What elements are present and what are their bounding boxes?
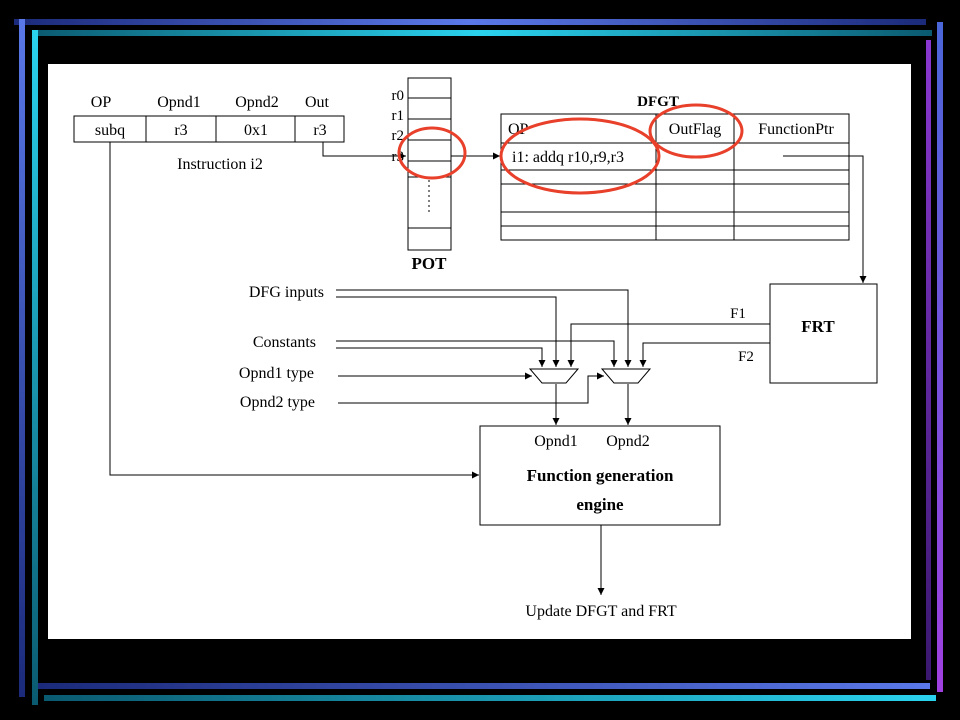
highlight-outflag: [648, 103, 744, 159]
instruction-table: OP Opnd1 Opnd2 Out subq r3 0x1 r3 Instru…: [73, 94, 345, 173]
frame-bar-top: [14, 19, 926, 25]
arrow-out-to-pot: [322, 142, 406, 160]
frame-bar-right-purple: [926, 40, 931, 680]
dfgt-row1-op: i1: addq r10,r9,r3: [512, 149, 624, 166]
instr-row-box: [73, 115, 345, 143]
instr-caption: Instruction i2: [177, 156, 263, 173]
dfgt-header-functionptr: FunctionPtr: [758, 121, 834, 138]
dfgt-table: DFGT OP OutFlag FunctionPtr i1: addq r10…: [500, 94, 850, 241]
diagram-panel: OP Opnd1 Opnd2 Out subq r3 0x1 r3 Instru…: [48, 64, 911, 639]
frt-title: FRT: [801, 317, 835, 336]
instr-header-out: Out: [305, 94, 330, 111]
function-generation-engine: Opnd1 Opnd2 Function generation engine: [479, 425, 721, 526]
pot-reg-r0: r0: [392, 88, 405, 104]
pot-table: r0 r1 r2 r3 POT: [392, 77, 452, 273]
label-constants: Constants: [253, 334, 316, 351]
highlight-pot-r3: [397, 126, 467, 180]
instr-value-out: r3: [313, 122, 326, 139]
frame-bar-bottom-cyan: [44, 695, 936, 701]
frame-bar-left: [19, 19, 25, 697]
label-opnd2-type: Opnd2 type: [240, 394, 315, 411]
engine-opnd1: Opnd1: [534, 433, 578, 450]
dfgt-title: DFGT: [637, 94, 679, 110]
engine-title-line2: engine: [576, 495, 624, 514]
dfgt-header-outflag: OutFlag: [669, 121, 721, 138]
instr-value-opnd1: r3: [174, 122, 187, 139]
frt-f2-label: F2: [738, 349, 754, 365]
instr-header-opnd1: Opnd1: [157, 94, 201, 111]
mux-opnd2: [600, 368, 652, 384]
output-label: Update DFGT and FRT: [525, 603, 676, 620]
frt-box: FRT F1 F2: [730, 283, 878, 384]
instr-value-op: subq: [95, 122, 125, 139]
arrow-functionptr-to-frt: [783, 155, 867, 283]
label-dfg-inputs: DFG inputs: [249, 284, 324, 301]
label-opnd1-type: Opnd1 type: [239, 365, 314, 382]
architecture-diagram: OP Opnd1 Opnd2 Out subq r3 0x1 r3 Instru…: [73, 77, 878, 620]
frame-bar-top-cyan: [32, 30, 932, 36]
engine-title-line1: Function generation: [527, 466, 674, 485]
instr-header-opnd2: Opnd2: [235, 94, 279, 111]
pot-reg-r2: r2: [392, 128, 405, 144]
frt-f1-label: F1: [730, 306, 746, 322]
mux-opnd1: [528, 368, 580, 384]
pot-reg-r1: r1: [392, 108, 405, 124]
dfgt-header-op: OP: [508, 121, 529, 138]
pot-title: POT: [412, 254, 448, 273]
frame-bar-right: [937, 22, 943, 692]
wiring: [109, 142, 770, 595]
frame-bar-bottom: [38, 683, 930, 689]
engine-opnd2: Opnd2: [606, 433, 650, 450]
instr-header-op: OP: [91, 94, 112, 111]
instr-value-opnd2: 0x1: [244, 122, 268, 139]
frame-bar-left-cyan: [32, 30, 38, 705]
highlight-dfgt-op: [499, 117, 661, 195]
